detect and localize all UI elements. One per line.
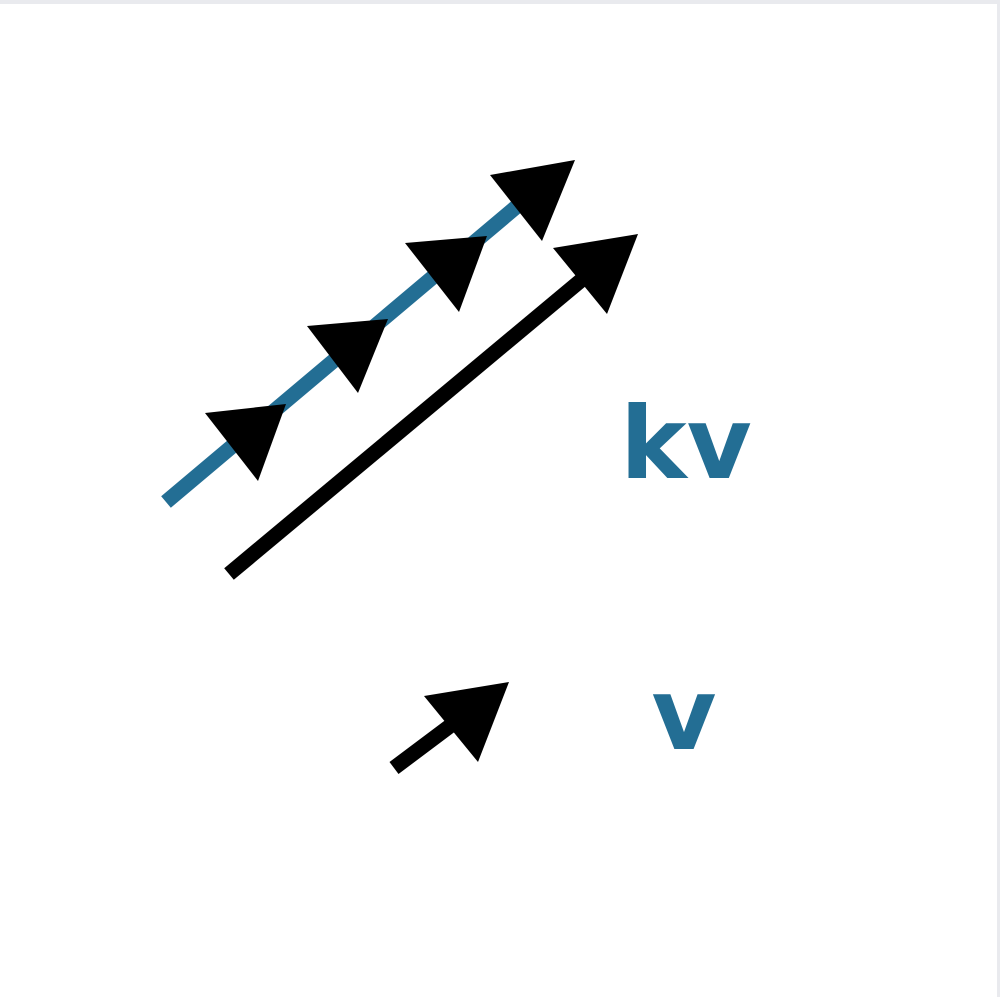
label-v: v	[651, 656, 716, 773]
resultant-arrowhead	[553, 234, 638, 314]
resultant-arrow-line	[224, 256, 608, 580]
vector-v-arrowhead	[424, 682, 509, 762]
scaled-vector-kv	[161, 160, 575, 508]
scaled-vector-arrowhead-4	[490, 160, 575, 241]
vector-v	[389, 682, 509, 774]
scaled-vector-arrowhead-1	[205, 404, 286, 481]
scaled-vector-arrowhead-2	[307, 319, 388, 393]
scaled-vector-arrowhead-3	[405, 236, 487, 312]
label-kv: kv	[620, 385, 752, 502]
resultant-arrow	[224, 234, 638, 580]
